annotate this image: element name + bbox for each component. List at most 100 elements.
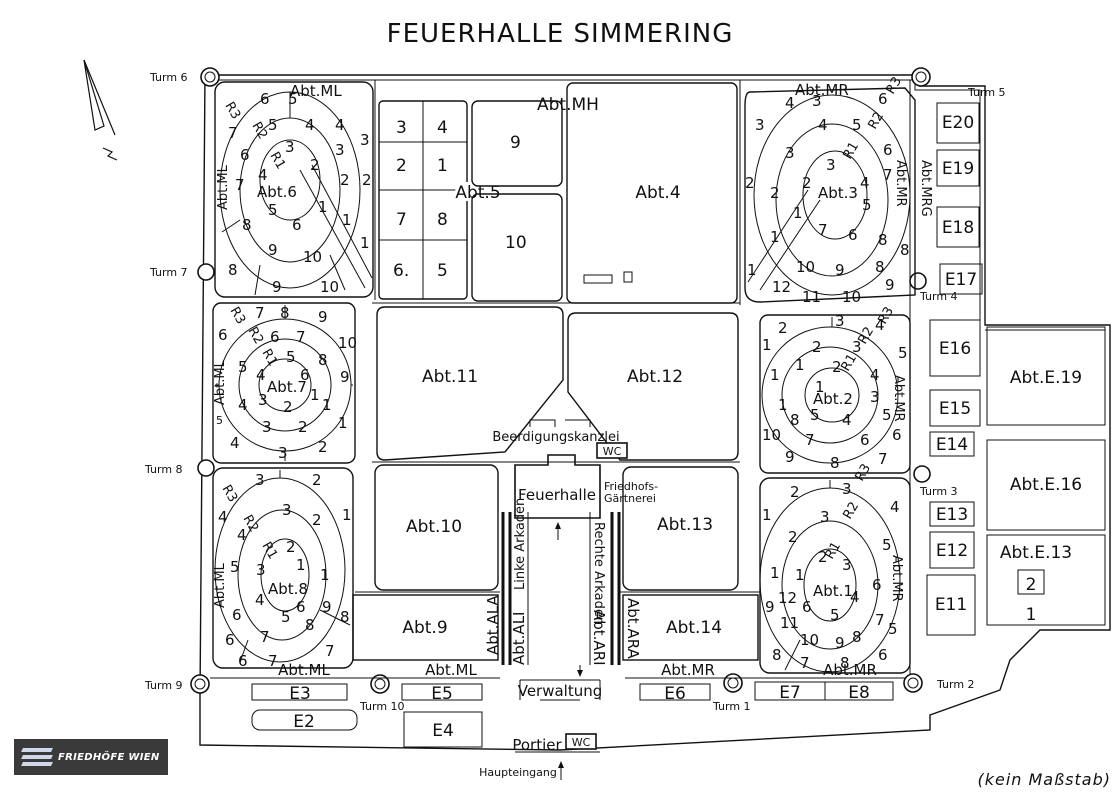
svg-text:3: 3 xyxy=(396,118,407,138)
svg-text:2: 2 xyxy=(396,156,407,176)
svg-text:Abt.E.13: Abt.E.13 xyxy=(1000,543,1072,563)
plot-E17[interactable]: E17 xyxy=(939,263,983,295)
section-abt-e16[interactable]: Abt.E.16 xyxy=(986,439,1106,531)
plot-E20[interactable]: E20 xyxy=(936,102,980,144)
abt3-label: Abt.3 xyxy=(818,184,858,202)
tower-9-label: Turm 9 xyxy=(144,679,183,692)
building-verwaltung[interactable]: Verwaltung xyxy=(518,679,603,701)
abt-ara-label: Abt.ARA xyxy=(624,598,642,660)
abt-mrg-label: Abt.MRG xyxy=(918,160,933,217)
svg-text:1: 1 xyxy=(1026,605,1037,625)
svg-text:3: 3 xyxy=(826,156,836,174)
svg-text:9: 9 xyxy=(272,278,282,296)
svg-text:1: 1 xyxy=(762,336,772,354)
svg-text:2: 2 xyxy=(362,171,372,189)
plot-E14[interactable]: E14 xyxy=(929,431,975,457)
svg-text:7: 7 xyxy=(875,611,885,629)
svg-text:3: 3 xyxy=(255,471,265,489)
svg-text:6: 6 xyxy=(218,326,228,344)
svg-text:3: 3 xyxy=(285,138,295,156)
svg-text:10: 10 xyxy=(762,426,781,444)
svg-text:6: 6 xyxy=(300,366,310,384)
svg-text:E7: E7 xyxy=(779,683,801,703)
plot-E11[interactable]: E11 xyxy=(926,574,976,636)
svg-text:3: 3 xyxy=(842,480,852,498)
svg-text:7: 7 xyxy=(818,221,828,239)
section-abt11[interactable]: Abt.11 xyxy=(376,306,564,461)
svg-text:Abt.ML: Abt.ML xyxy=(213,562,228,608)
svg-text:4: 4 xyxy=(842,411,852,429)
svg-text:4: 4 xyxy=(785,94,795,112)
plot-E2[interactable]: E2 xyxy=(251,709,358,732)
svg-text:7: 7 xyxy=(800,654,810,672)
svg-text:2: 2 xyxy=(310,156,320,174)
plot-E15[interactable]: E15 xyxy=(929,389,981,427)
plot-E8[interactable]: E8 xyxy=(824,681,894,703)
svg-text:8: 8 xyxy=(830,454,840,472)
plot-E16[interactable]: E16 xyxy=(929,319,981,377)
section-abt9[interactable]: Abt.9 xyxy=(352,594,499,661)
tower-7-label: Turm 7 xyxy=(149,266,188,279)
svg-text:2: 2 xyxy=(283,398,293,416)
plot-E13[interactable]: E13 xyxy=(929,501,975,527)
svg-text:R2: R2 xyxy=(840,500,862,522)
svg-text:9: 9 xyxy=(885,276,895,294)
svg-text:4: 4 xyxy=(255,591,265,609)
svg-text:6: 6 xyxy=(802,598,812,616)
svg-text:3: 3 xyxy=(755,116,765,134)
section-abt12[interactable]: Abt.12 xyxy=(567,312,739,461)
svg-text:8: 8 xyxy=(242,216,252,234)
plot-E12[interactable]: E12 xyxy=(929,531,975,569)
section-abt4[interactable]: Abt.4 xyxy=(566,82,738,304)
svg-text:5: 5 xyxy=(888,620,898,638)
section-abt14[interactable]: Abt.14 xyxy=(622,594,759,661)
building-portier[interactable]: Portier WC xyxy=(512,733,600,754)
svg-text:1: 1 xyxy=(310,386,320,404)
svg-text:3: 3 xyxy=(870,388,880,406)
svg-text:R3: R3 xyxy=(222,100,244,122)
plot-E7[interactable]: E7 xyxy=(754,681,826,703)
section-abt10[interactable]: Abt.10 xyxy=(374,464,499,591)
svg-text:2: 2 xyxy=(770,184,780,202)
svg-text:R3: R3 xyxy=(219,483,241,505)
plot-E5[interactable]: E5 xyxy=(401,683,483,704)
section-mh-left[interactable]: 9 10 xyxy=(471,100,563,302)
plot-E6[interactable]: E6 xyxy=(639,683,711,704)
svg-text:9: 9 xyxy=(835,261,845,279)
plot-E18[interactable]: E18 xyxy=(936,206,980,248)
plot-E4[interactable]: E4 xyxy=(403,711,483,748)
abt1-label: Abt.1 xyxy=(813,582,853,600)
tower-2-label: Turm 2 xyxy=(936,678,975,691)
svg-text:1: 1 xyxy=(322,396,332,414)
svg-text:4: 4 xyxy=(437,118,448,138)
svg-text:4: 4 xyxy=(258,166,268,184)
svg-text:6: 6 xyxy=(892,426,902,444)
svg-text:8: 8 xyxy=(840,654,850,672)
svg-text:Abt.MR: Abt.MR xyxy=(893,160,908,207)
svg-text:2: 2 xyxy=(788,528,798,546)
svg-text:1: 1 xyxy=(795,356,805,374)
svg-text:3: 3 xyxy=(335,141,345,159)
section-abt5[interactable]: 3 4 2 1 7 8 6. 5 xyxy=(378,100,468,300)
svg-text:2: 2 xyxy=(286,538,296,556)
svg-text:E11: E11 xyxy=(935,595,967,615)
section-abt-e13[interactable]: Abt.E.13 2 1 xyxy=(986,534,1106,626)
svg-text:1: 1 xyxy=(360,234,370,252)
abt9-label: Abt.9 xyxy=(402,618,447,638)
svg-text:E5: E5 xyxy=(431,684,453,704)
svg-text:E13: E13 xyxy=(936,505,968,525)
plot-E19[interactable]: E19 xyxy=(936,149,980,187)
section-abt13[interactable]: Abt.13 xyxy=(622,466,739,591)
abt-mr-bottom-2: Abt.MR xyxy=(823,661,877,679)
plot-E3[interactable]: E3 xyxy=(251,683,348,704)
svg-text:12: 12 xyxy=(772,278,791,296)
tower-5-label: Turm 5 xyxy=(967,86,1006,99)
section-abt-e19[interactable]: Abt.E.19 xyxy=(986,326,1106,426)
svg-text:1: 1 xyxy=(778,396,788,414)
